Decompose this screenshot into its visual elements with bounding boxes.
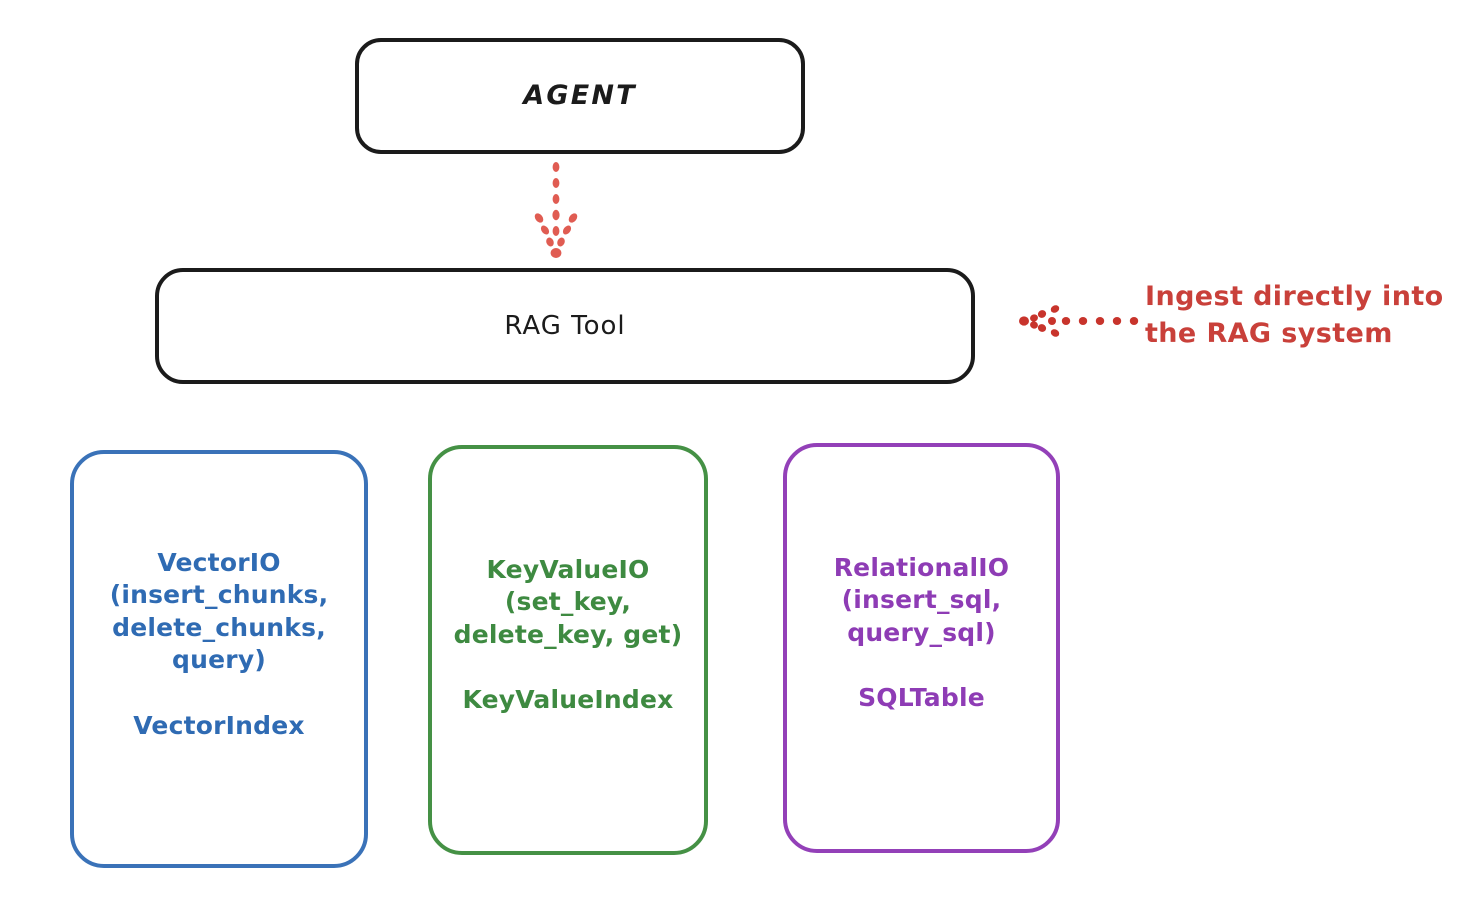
node-vector-io-sublabel: VectorIndex: [133, 710, 305, 740]
node-key-value-io-sublabel: KeyValueIndex: [462, 685, 674, 715]
node-vector-io[interactable]: VectorIO (insert_chunks, delete_chunks, …: [70, 450, 368, 868]
node-relational-io-sublabel: SQLTable: [858, 683, 985, 713]
arrow-agent-to-rag-tool: [534, 162, 578, 258]
arrow-ingest-to-rag-tool: [1019, 305, 1139, 337]
node-agent[interactable]: AGENT: [355, 38, 805, 154]
node-key-value-io-label: KeyValueIO (set_key, delete_key, get): [453, 554, 683, 649]
node-relational-io-content: RelationalIO (insert_sql, query_sql) SQL…: [834, 552, 1010, 713]
node-rag-tool-label: RAG Tool: [504, 310, 626, 341]
node-relational-io-label: RelationalIO (insert_sql, query_sql): [833, 552, 1010, 647]
node-vector-io-content: VectorIO (insert_chunks, delete_chunks, …: [110, 547, 329, 740]
node-relational-io[interactable]: RelationalIO (insert_sql, query_sql) SQL…: [783, 443, 1060, 853]
node-rag-tool[interactable]: RAG Tool: [155, 268, 975, 384]
node-key-value-io[interactable]: KeyValueIO (set_key, delete_key, get) Ke…: [428, 445, 708, 855]
node-agent-label: AGENT: [523, 80, 637, 112]
annotation-ingest-directly: Ingest directly into the RAG system: [1145, 281, 1444, 350]
node-vector-io-label: VectorIO (insert_chunks, delete_chunks, …: [109, 547, 329, 675]
node-key-value-io-content: KeyValueIO (set_key, delete_key, get) Ke…: [454, 554, 683, 715]
